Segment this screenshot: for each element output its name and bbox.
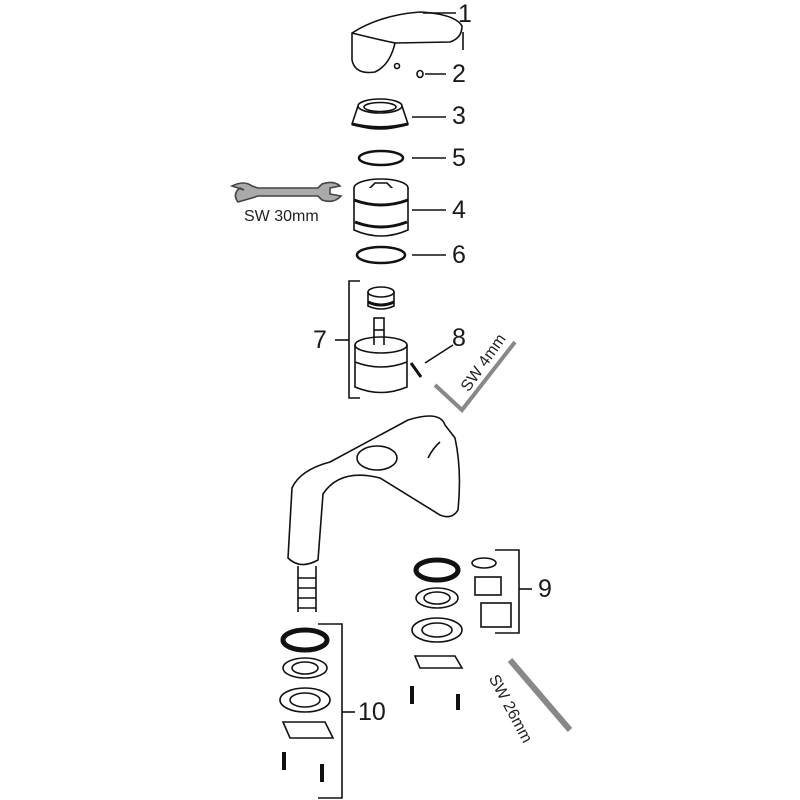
wrench-30mm-icon [229,181,343,203]
wrench-26mm-icon [507,658,573,732]
cartridge-icon [354,286,408,394]
part-label-9: 9 [538,575,552,603]
part-label-5: 5 [452,144,466,172]
part-label-1: 1 [458,0,472,28]
part-label-2: 2 [452,60,466,88]
set-screw-icon [416,69,424,79]
cartridge-nut-icon [353,178,409,237]
o-ring-upper-icon [357,149,405,167]
part-label-7: 7 [313,326,327,354]
o-ring-lower-icon [355,245,407,265]
cover-cap-icon [350,98,410,130]
hex-key-icon [433,340,517,413]
faucet-body-icon [287,415,461,612]
screw-icon [409,362,423,378]
lever-handle-icon [351,11,463,74]
part-label-3: 3 [452,102,466,130]
mounting-set-icon [279,627,335,782]
part-label-6: 6 [452,241,466,269]
part-label-10: 10 [358,698,386,726]
tool-label-sw30: SW 30mm [244,208,319,225]
part-label-4: 4 [452,196,466,224]
aerator-set-icon [410,557,512,710]
part-label-8: 8 [452,324,466,352]
